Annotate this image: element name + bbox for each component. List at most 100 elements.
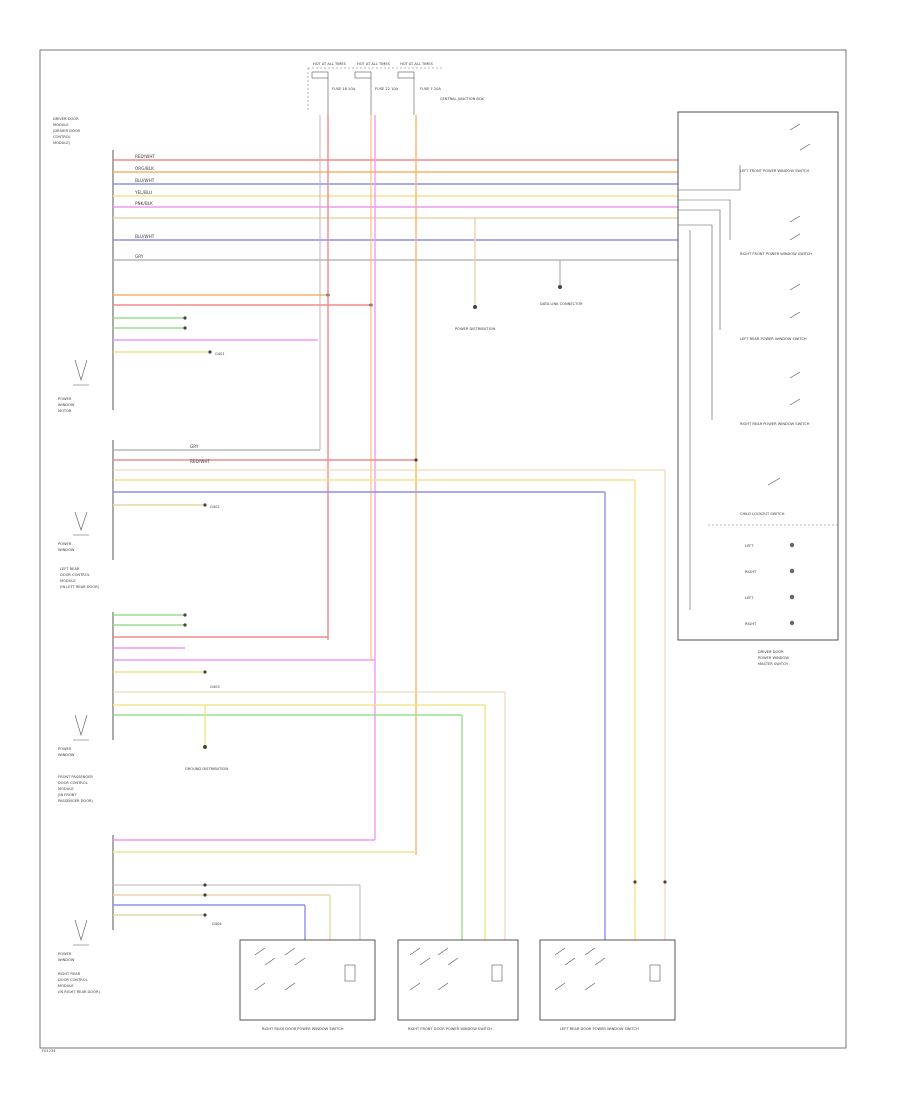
switch-contact	[767, 477, 781, 486]
ground-ref-3: GROUND DISTRIBUTION	[185, 767, 228, 771]
junction	[663, 880, 667, 884]
junction	[414, 458, 418, 462]
window-switch-1-box	[239, 939, 376, 1021]
junction	[183, 613, 187, 617]
motor-4-icon	[73, 919, 89, 946]
fp-module-label-3: MODULE	[58, 787, 74, 791]
junction	[203, 893, 207, 897]
switch-drop-wires	[304, 470, 667, 940]
master-switch-item-3: LEFT REAR POWER WINDOW SWITCH	[740, 283, 807, 341]
driver-bus-wires: RED/WHT ORG/BLK BLU/WHT YEL/BLU PNK/BLK …	[113, 154, 678, 261]
wire-label-gry: GRY	[135, 254, 144, 259]
ground-label-1: G401	[215, 352, 225, 356]
fuse-2-rating: FUSE 22 10A	[375, 87, 399, 91]
switch-contacts	[554, 947, 606, 991]
wire-label-red-wht: RED/WHT	[135, 154, 155, 159]
master-switch-item-4-label: RIGHT REAR POWER WINDOW SWITCH	[740, 422, 810, 426]
bulb-icon	[789, 594, 795, 600]
fuse-1	[311, 71, 329, 79]
ground-point-3	[203, 745, 207, 749]
rr-module-label-3: MODULE	[58, 984, 74, 988]
junction	[183, 326, 187, 330]
ground-point-1	[473, 305, 477, 309]
fp-module-label-5: PASSENGER DOOR)	[58, 799, 94, 803]
switch-contact	[789, 283, 801, 319]
driver-door-module-label-1: DRIVER DOOR	[53, 117, 79, 121]
fuse-2	[354, 71, 372, 79]
rr-module-label-2: DOOR CONTROL	[58, 978, 88, 982]
fuse-outputs	[327, 78, 415, 115]
wire-label-blu-wht: BLU/WHT	[135, 178, 155, 183]
left-rear-module-label-1: LEFT REAR	[60, 567, 80, 571]
left-rear-module-label-2: DOOR CONTROL	[60, 573, 90, 577]
switch-contacts	[409, 947, 459, 991]
window-switch-2: RIGHT FRONT DOOR POWER WINDOW SWITCH	[397, 939, 519, 1031]
junction	[208, 350, 212, 354]
junction	[183, 623, 187, 627]
driver-door-module-label-5: MODULE)	[53, 141, 71, 145]
window-switch-2-label: RIGHT FRONT DOOR POWER WINDOW SWITCH	[408, 1027, 492, 1031]
master-switch-label-3: MASTER SWITCH	[758, 662, 788, 666]
fuse-feed-wires	[319, 115, 417, 855]
rr-module-label-1: RIGHT REAR	[58, 972, 81, 976]
wire-label-yel: YEL/BLU	[134, 190, 152, 195]
driver-door-module-label-4: CONTROL	[53, 135, 71, 139]
ground-label-4: G404	[212, 922, 222, 926]
window-switch-3: LEFT REAR DOOR POWER WINDOW SWITCH	[539, 939, 676, 1031]
motor-3-label: POWER	[58, 747, 72, 751]
fuse-2-label: HOT AT ALL TIMES	[357, 62, 391, 66]
fuse-3-rating: FUSE 7 20A	[420, 87, 441, 91]
master-switch-item-1-label: LEFT FRONT POWER WINDOW SWITCH	[740, 169, 809, 173]
motor-4-label: POWER	[58, 952, 72, 956]
motor-2-icon	[73, 511, 89, 536]
window-switch-3-label: LEFT REAR DOOR POWER WINDOW SWITCH	[560, 1027, 639, 1031]
motor-4-label-2: WINDOW	[58, 958, 75, 962]
junction	[203, 670, 207, 674]
master-switch-box	[677, 111, 839, 641]
bulb-1-label: LEFT	[745, 544, 754, 548]
fp-module-label-2: DOOR CONTROL	[58, 781, 88, 785]
master-switch-label-2: POWER WINDOW	[758, 656, 789, 660]
motor-symbol	[649, 964, 661, 982]
junction	[203, 883, 207, 887]
motor-1-label-2: WINDOW	[58, 403, 75, 407]
ground-point-2	[558, 285, 562, 289]
wire-label-pnk: PNK/BLK	[135, 201, 153, 206]
motor-1-icon	[73, 359, 89, 386]
bulb-3-label: LEFT	[745, 596, 754, 600]
rr-module-label-4: (IN RIGHT REAR DOOR)	[58, 990, 100, 994]
master-switch-internal-wiring	[678, 165, 741, 610]
center-grounds: POWER DISTRIBUTION DATA LINK CONNECTOR	[455, 218, 583, 331]
master-switch-item-1: LEFT FRONT POWER WINDOW SWITCH	[740, 123, 811, 173]
window-switch-2-box	[397, 939, 519, 1021]
motor-2-label-2: WINDOW	[58, 548, 75, 552]
bulb-4-label: RIGHT	[745, 622, 757, 626]
junction	[203, 913, 207, 917]
master-switch-item-4: RIGHT REAR POWER WINDOW SWITCH	[740, 371, 810, 426]
ground-label-3: G403	[210, 685, 220, 689]
fuse-1-rating: FUSE 18 10A	[332, 87, 356, 91]
bulb-icon	[789, 620, 795, 626]
switch-contacts	[254, 947, 306, 991]
fp-module-label-4: (IN FRONT	[58, 793, 77, 797]
window-switch-3-box	[539, 939, 676, 1021]
switch-contact	[789, 215, 801, 241]
motor-1-label: POWER	[58, 397, 72, 401]
lr-wire-label-red: RED/WHT	[190, 459, 210, 464]
motor-symbol	[491, 964, 503, 982]
left-rear-module-label-4: (IN LEFT REAR DOOR)	[60, 585, 100, 589]
motor-2-label: POWER	[58, 542, 72, 546]
fuse-box-label: CENTRAL JUNCTION BOX	[440, 97, 484, 101]
motor-3-label-2: WINDOW	[58, 753, 75, 757]
wire-label-blu: BLU/WHT	[135, 234, 155, 239]
master-switch-item-5: CHILD LOCKOUT SWITCH	[740, 477, 785, 516]
driver-door-module: DRIVER DOOR MODULE (DRIVER DOOR CONTROL …	[53, 117, 114, 413]
front-passenger-door-module: GROUND DISTRIBUTION G403 POWER WINDOW FR…	[58, 612, 505, 803]
fuse-block: HOT AT ALL TIMES HOT AT ALL TIMES HOT AT…	[307, 62, 484, 115]
window-switch-1: RIGHT REAR DOOR POWER WINDOW SWITCH	[239, 939, 376, 1031]
fuse-1-label: HOT AT ALL TIMES	[313, 62, 347, 66]
fuse-3	[397, 71, 415, 79]
motor-symbol	[344, 964, 356, 982]
